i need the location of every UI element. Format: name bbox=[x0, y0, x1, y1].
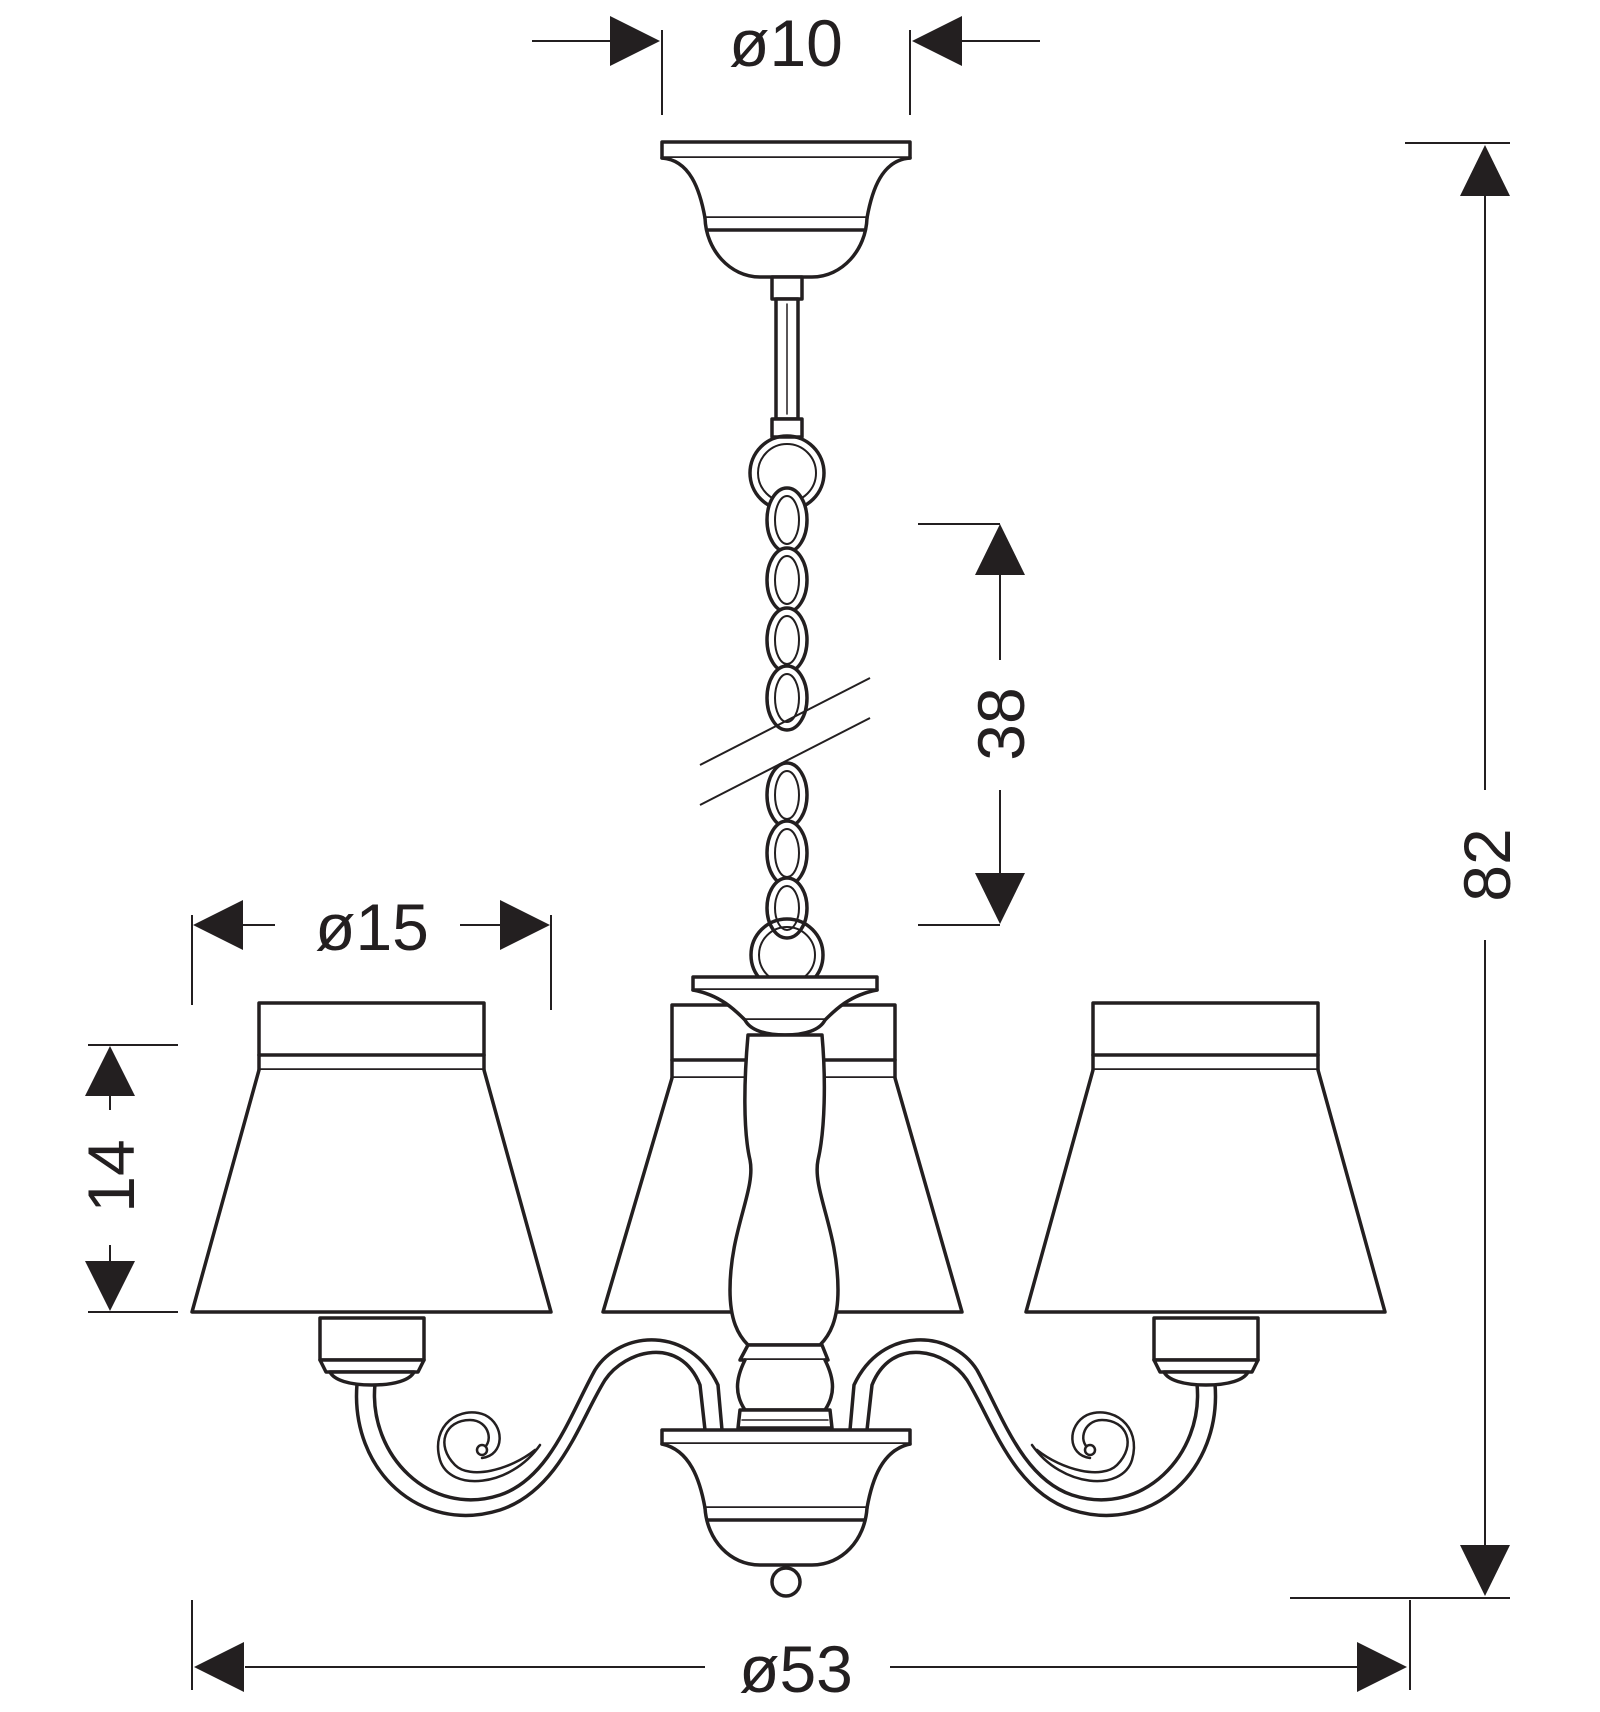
dimension-total-diameter: ø53 bbox=[191, 1600, 1411, 1706]
rod bbox=[770, 275, 804, 439]
chandelier bbox=[190, 140, 1387, 1598]
shade-right bbox=[1024, 1001, 1387, 1387]
chain-length-label: 38 bbox=[964, 687, 1038, 760]
dimension-ceiling-plate: ø10 bbox=[532, 6, 1040, 115]
ceiling-plate-diameter-label: ø10 bbox=[729, 6, 843, 80]
arrow-down-icon bbox=[1460, 1545, 1510, 1596]
arrow-right-icon bbox=[1357, 1642, 1407, 1692]
total-diameter-label: ø53 bbox=[739, 1632, 853, 1706]
dimension-chain-length: 38 bbox=[918, 523, 1038, 926]
lower-chain bbox=[765, 761, 809, 940]
arrow-up-icon bbox=[85, 1046, 135, 1096]
arrow-right-icon bbox=[610, 16, 660, 66]
shade-height-label: 14 bbox=[74, 1139, 148, 1212]
ceiling-canopy bbox=[660, 140, 912, 279]
column-top-cup bbox=[691, 975, 879, 1037]
dimension-shade-height: 14 bbox=[74, 1044, 178, 1313]
arrow-left-icon bbox=[193, 900, 243, 950]
upper-chain bbox=[765, 486, 809, 732]
arrow-down-icon bbox=[85, 1261, 135, 1311]
arrow-right-icon bbox=[500, 900, 550, 950]
bottom-bowl bbox=[660, 1428, 912, 1598]
arrow-up-icon bbox=[1460, 145, 1510, 196]
shade-diameter-label: ø15 bbox=[315, 890, 429, 964]
arm-left bbox=[354, 1338, 724, 1517]
arrow-down-icon bbox=[975, 873, 1025, 924]
dimension-shade-diameter: ø15 bbox=[191, 890, 552, 1010]
shade-left bbox=[190, 1001, 553, 1387]
central-column bbox=[728, 1033, 840, 1430]
total-height-label: 82 bbox=[1450, 828, 1524, 901]
arrow-up-icon bbox=[975, 524, 1025, 575]
arrow-left-icon bbox=[194, 1642, 244, 1692]
dimension-total-height: 82 bbox=[1290, 142, 1524, 1599]
arrow-left-icon bbox=[912, 16, 962, 66]
arm-right bbox=[848, 1338, 1218, 1517]
